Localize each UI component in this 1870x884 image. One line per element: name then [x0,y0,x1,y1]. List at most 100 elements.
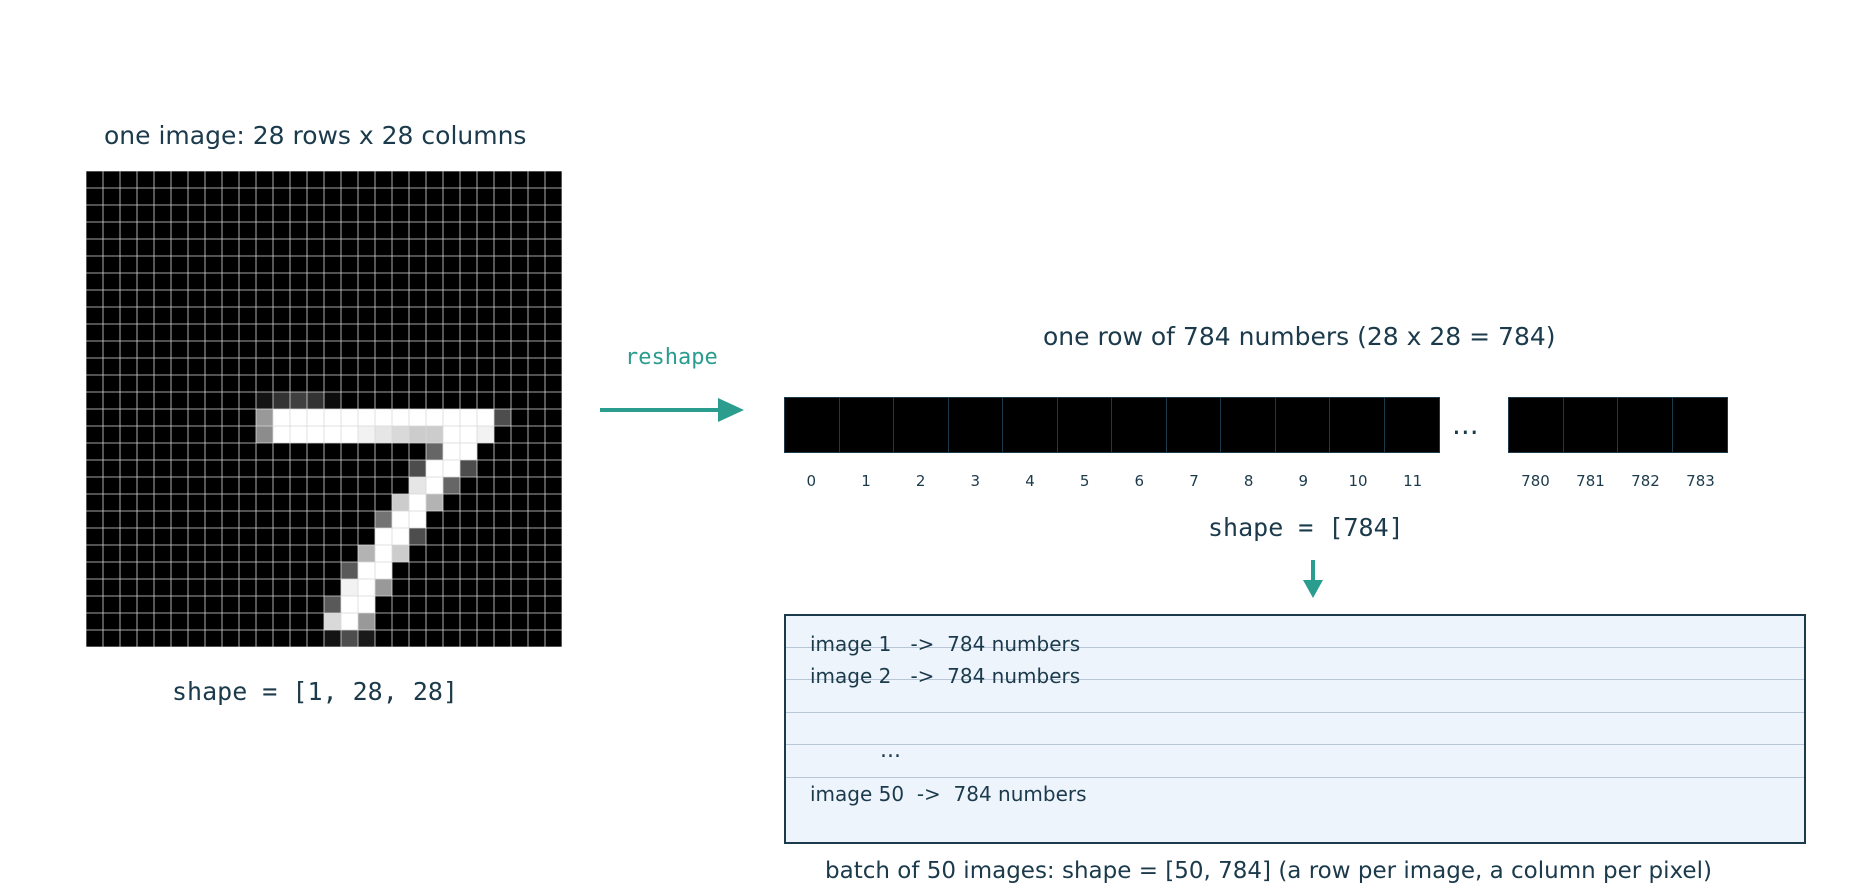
pixel-cell [511,477,528,494]
pixel-cell [477,188,494,205]
pixel-cell [324,630,341,647]
pixel-cell [528,596,545,613]
reshape-label: reshape [625,345,718,370]
pixel-cell [154,205,171,222]
pixel-cell [392,494,409,511]
pixel-cell [120,358,137,375]
pixel-cell [273,188,290,205]
pixel-cell [86,256,103,273]
pixel-cell [375,290,392,307]
pixel-cell [188,409,205,426]
pixel-cell [477,307,494,324]
pixel-cell [511,188,528,205]
pixel-cell [239,358,256,375]
pixel-cell [443,188,460,205]
pixel-cell [103,222,120,239]
pixel-cell [477,273,494,290]
pixel-cell [103,341,120,358]
pixel-cell [154,477,171,494]
row-index-label: 9 [1298,472,1309,490]
row-index-label: 11 [1403,472,1423,490]
pixel-cell [205,477,222,494]
pixel-cell [154,256,171,273]
pixel-cell [426,307,443,324]
pixel-cell [222,324,239,341]
pixel-cell [375,188,392,205]
pixel-cell [154,460,171,477]
pixel-cell [256,273,273,290]
pixel-cell [545,307,562,324]
pixel-cell [188,222,205,239]
pixel-cell [409,171,426,188]
pixel-cell [358,307,375,324]
pixel-cell [358,460,375,477]
pixel-cell [290,205,307,222]
pixel-cell [443,596,460,613]
pixel-cell [307,273,324,290]
pixel-cell [494,341,511,358]
pixel-cell [460,307,477,324]
pixel-cell [443,494,460,511]
pixel-cell [545,460,562,477]
pixel-cell [222,358,239,375]
pixel-cell [443,613,460,630]
pixel-cell [392,358,409,375]
pixel-cell [256,358,273,375]
pixel-cell [239,375,256,392]
pixel-cell [358,494,375,511]
pixel-cell [256,290,273,307]
pixel-cell [222,171,239,188]
pixel-cell [86,460,103,477]
pixel-cell [273,341,290,358]
pixel-cell [528,324,545,341]
row-cell [1057,398,1112,452]
pixel-cell [426,239,443,256]
pixel-cell [409,596,426,613]
pixel-cell [307,579,324,596]
pixel-cell [358,375,375,392]
pixel-cell [409,511,426,528]
pixel-cell [477,596,494,613]
pixel-cell [239,341,256,358]
pixel-cell [341,324,358,341]
pixel-cell [86,630,103,647]
pixel-cell [222,511,239,528]
pixel-cell [188,511,205,528]
pixel-cell [511,392,528,409]
pixel-cell [205,528,222,545]
pixel-cell [86,188,103,205]
pixel-cell [273,630,290,647]
pixel-cell [477,341,494,358]
pixel-cell [528,375,545,392]
pixel-cell [426,494,443,511]
pixel-cell [341,205,358,222]
pixel-cell [239,256,256,273]
pixel-cell [409,239,426,256]
pixel-cell [511,596,528,613]
pixel-cell [375,426,392,443]
pixel-cell [120,596,137,613]
pixel-cell [477,256,494,273]
pixel-cell [290,341,307,358]
pixel-cell [188,307,205,324]
pixel-cell [137,579,154,596]
pixel-cell [307,528,324,545]
pixel-cell [171,409,188,426]
pixel-cell [188,460,205,477]
pixel-cell [256,494,273,511]
row-cell [1221,398,1276,452]
pixel-cell [154,171,171,188]
reshape-arrow-icon [600,398,744,422]
pixel-cell [409,528,426,545]
row-index-label: 2 [915,472,926,490]
pixel-cell [409,205,426,222]
pixel-cell [426,613,443,630]
pixel-cell [477,528,494,545]
pixel-cell [426,511,443,528]
pixel-cell [426,188,443,205]
pixel-cell [154,375,171,392]
pixel-cell [477,630,494,647]
pixel-cell [392,545,409,562]
pixel-cell [460,613,477,630]
pixel-cell [120,324,137,341]
